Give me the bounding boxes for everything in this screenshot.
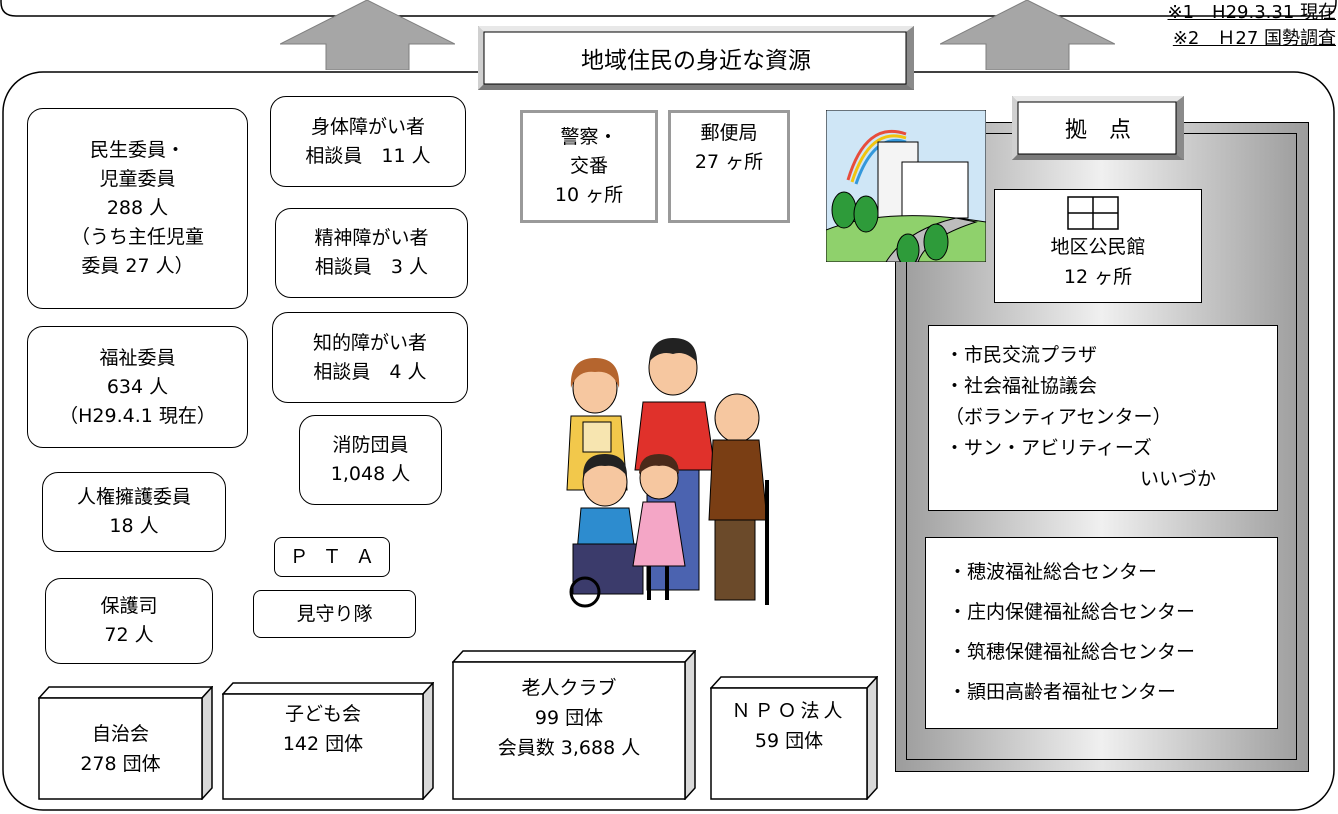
police-box: 警察・ 交番 10 ヶ所 — [520, 110, 658, 223]
count: 12 ヶ所 — [1063, 266, 1133, 288]
label: 地区公民館 — [1050, 236, 1146, 258]
members: 会員数 3,688 人 — [497, 737, 641, 759]
center-title-frame: 地域住民の身近な資源 — [478, 26, 914, 90]
up-arrow-left-icon — [280, 0, 455, 70]
count: 99 団体 — [534, 707, 604, 729]
label: 民生委員・ — [89, 139, 185, 161]
count: 142 団体 — [282, 733, 364, 755]
count: 10 ヶ所 — [554, 184, 624, 206]
list-item: いいづか — [1140, 468, 1217, 490]
seishin-soudanin-box: 精神障がい者 相談員 3 人 — [275, 208, 468, 298]
count: 1,048 人 — [330, 463, 411, 485]
pta-box: ＰＴＡ — [274, 537, 390, 577]
label: 知的障がい者 — [312, 331, 427, 354]
note: （H29.4.1 現在） — [59, 404, 216, 427]
list-item: ・市民交流プラザ — [945, 344, 1098, 366]
facility-list-2: ・穂波福祉総合センター ・庄内保健福祉総合センター ・筑穂保健福祉総合センター … — [925, 537, 1278, 729]
kominkan-box: 地区公民館 12 ヶ所 — [994, 189, 1202, 303]
minsei-iin-box: 民生委員・ 児童委員 288 人 （うち主任児童 委員 27 人） — [27, 108, 248, 309]
fukushi-iin-box: 福祉委員 634 人 （H29.4.1 現在） — [27, 326, 248, 448]
center-title: 地域住民の身近な資源 — [581, 48, 811, 74]
count: 288 人 — [106, 197, 169, 219]
jinken-yogo-iin-box: 人権擁護委員 18 人 — [42, 472, 226, 552]
shobodanin-box: 消防団員 1,048 人 — [299, 415, 442, 505]
note: （うち主任児童 — [70, 226, 204, 248]
count: 相談員 4 人 — [313, 360, 427, 383]
label: 自治会 — [91, 722, 149, 745]
count: 278 団体 — [80, 752, 161, 775]
list-item: ・サン・アビリティーズ — [945, 437, 1152, 459]
list-item: ・頴田高齢者福祉センター — [948, 681, 1177, 703]
label: 人権擁護委員 — [76, 486, 191, 508]
list-item: ・穂波福祉総合センター — [948, 561, 1158, 583]
post-office-box: 郵便局 27 ヶ所 — [668, 110, 790, 223]
label: 身体障がい者 — [310, 115, 425, 138]
chiteki-soudanin-box: 知的障がい者 相談員 4 人 — [272, 312, 468, 403]
label: 子ども会 — [284, 703, 361, 725]
building-map-symbol-icon — [1067, 196, 1119, 230]
label: 消防団員 — [332, 434, 409, 456]
label: 老人クラブ — [521, 677, 617, 699]
mimamori-box: 見守り隊 — [253, 590, 416, 638]
top-frame — [0, 0, 1337, 17]
jichikai-box: 自治会 278 団体 — [38, 686, 213, 800]
note: 委員 27 人） — [81, 255, 194, 277]
kodomokai-box: 子ども会 142 団体 — [222, 682, 434, 800]
hogoshi-box: 保護司 72 人 — [45, 578, 213, 664]
label: 児童委員 — [99, 168, 176, 190]
count: 59 団体 — [754, 730, 824, 752]
list-item: （ボランティアセンター） — [945, 406, 1172, 428]
base-title-frame: 拠 点 — [1012, 96, 1184, 160]
list-item: ・社会福祉協議会 — [945, 375, 1098, 397]
count: 27 ヶ所 — [694, 151, 764, 173]
count: 相談員 11 人 — [305, 144, 431, 167]
count: 72 人 — [104, 624, 154, 646]
count: 18 人 — [109, 515, 159, 537]
shintai-soudanin-box: 身体障がい者 相談員 11 人 — [270, 96, 466, 187]
count: 634 人 — [106, 375, 169, 398]
footnote-2: ※2 Ｈ27 国勢調査 — [1172, 28, 1336, 49]
list-item: ・筑穂保健福祉総合センター — [948, 641, 1196, 663]
footnotes: ※1 H29.3.31 現在 ※2 Ｈ27 国勢調査 — [1140, 0, 1337, 52]
label: 警察・ — [560, 126, 618, 148]
label: 郵便局 — [700, 122, 758, 144]
count: 相談員 3 人 — [314, 256, 429, 278]
label: 交番 — [569, 155, 608, 177]
building-illustration — [826, 110, 986, 262]
label: 精神障がい者 — [314, 227, 429, 249]
base-title: 拠 点 — [1064, 118, 1131, 143]
footnote-1: ※1 H29.3.31 現在 — [1167, 2, 1337, 23]
list-item: ・庄内保健福祉総合センター — [948, 601, 1196, 623]
rojin-club-box: 老人クラブ 99 団体 会員数 3,688 人 — [452, 650, 696, 800]
family-illustration — [566, 338, 769, 608]
label: 保護司 — [100, 595, 158, 617]
npo-box: ＮＰＯ法人 59 団体 — [710, 676, 878, 800]
label: ＮＰＯ法人 — [731, 700, 847, 722]
up-arrow-right-icon — [940, 0, 1115, 70]
label: 福祉委員 — [99, 346, 176, 369]
facility-list-1: ・市民交流プラザ ・社会福祉協議会 （ボランティアセンター） ・サン・アビリティ… — [928, 325, 1278, 511]
